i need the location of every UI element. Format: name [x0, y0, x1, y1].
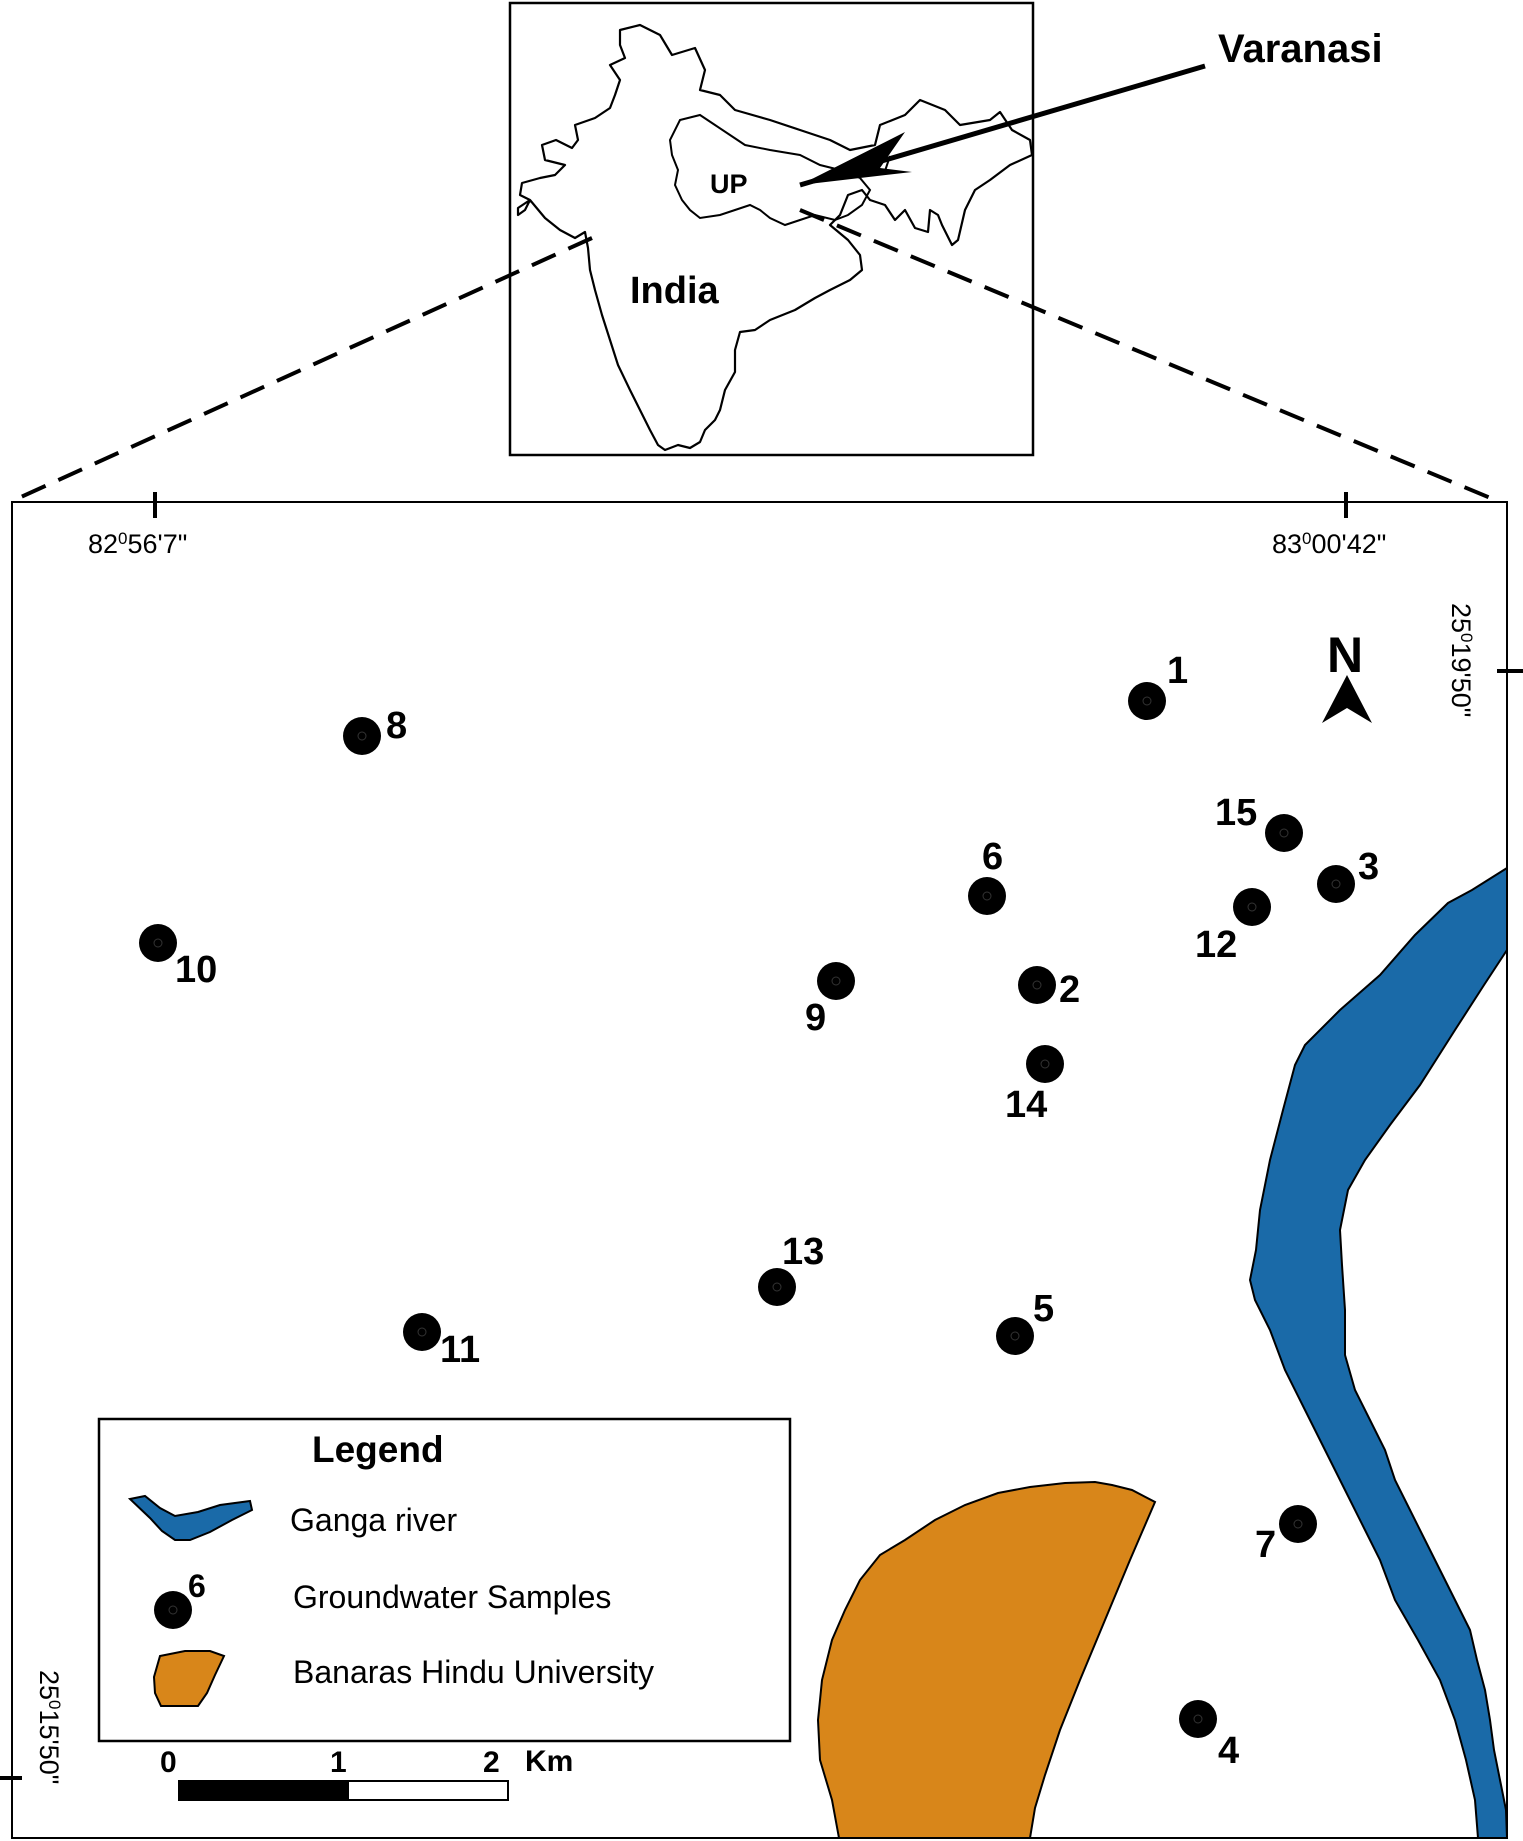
- lat-top-label: 25019'50": [1446, 603, 1476, 717]
- sample-label-8: 8: [386, 705, 407, 747]
- varanasi-pointer-fletch: [859, 155, 891, 178]
- legend-title: Legend: [312, 1429, 444, 1470]
- sample-label-12: 12: [1195, 924, 1237, 966]
- zoom-line-right: [799, 208, 1501, 504]
- legend-sample-dot-ring: [168, 1605, 178, 1615]
- sample-point-6: 6: [968, 836, 1006, 915]
- up-state-outline: [668, 113, 872, 227]
- sample-label-14: 14: [1005, 1084, 1047, 1126]
- scale-bar: 0 1 2 Km: [160, 1745, 573, 1801]
- sample-point-4: 4: [1179, 1700, 1239, 1772]
- north-label: N: [1327, 627, 1363, 683]
- lat-bottom-label: 25015'50": [34, 1670, 64, 1784]
- legend-bhu-swatch: [152, 1650, 226, 1707]
- scale-tick-2: 2: [483, 1746, 500, 1779]
- sample-point-8: 8: [343, 705, 407, 755]
- sample-point-1: 1: [1128, 650, 1188, 720]
- sample-point-9: 9: [805, 962, 855, 1039]
- legend-river-label: Ganga river: [290, 1502, 458, 1538]
- legend: Legend Ganga river 6 Groundwater Samples…: [97, 1417, 792, 1743]
- sample-label-15: 15: [1215, 792, 1257, 834]
- sample-point-5: 5: [996, 1288, 1054, 1355]
- sample-label-13: 13: [782, 1231, 824, 1273]
- zoom-line-left: [9, 236, 593, 504]
- legend-sample-symbol-label: 6: [188, 1568, 206, 1604]
- sample-label-4: 4: [1218, 1730, 1239, 1772]
- scale-tick-1: 1: [330, 1746, 347, 1779]
- scale-unit: Km: [525, 1745, 573, 1778]
- sample-label-5: 5: [1033, 1288, 1054, 1330]
- legend-bhu-label: Banaras Hindu University: [293, 1654, 654, 1690]
- sample-label-7: 7: [1255, 1524, 1276, 1566]
- legend-sample-dot: [154, 1591, 192, 1629]
- sample-point-13: 13: [758, 1231, 824, 1306]
- sample-point-3: 3: [1317, 846, 1379, 903]
- legend-sample-label: Groundwater Samples: [293, 1579, 611, 1615]
- scale-bar-black-segment: [178, 1780, 349, 1801]
- india-outline: [516, 23, 1034, 452]
- main-map-frame: [11, 501, 1508, 1839]
- legend-box: [97, 1417, 792, 1743]
- sample-point-12: 12: [1195, 888, 1271, 966]
- bhu-area: [816, 1480, 1157, 1839]
- sample-label-10: 10: [175, 949, 217, 991]
- city-label: Varanasi: [1218, 27, 1383, 71]
- scale-tick-0: 0: [160, 1746, 177, 1779]
- sample-label-11: 11: [440, 1329, 480, 1371]
- country-label: India: [630, 270, 720, 312]
- sample-label-3: 3: [1358, 846, 1379, 888]
- sample-label-1: 1: [1167, 650, 1188, 692]
- north-arrow-icon: [1322, 675, 1372, 723]
- legend-river-swatch: [127, 1494, 254, 1541]
- lon-right-label: 83000'42": [1272, 529, 1386, 559]
- scale-bar-white-segment: [347, 1780, 509, 1801]
- inset-frame: [508, 1, 1035, 457]
- sample-label-2: 2: [1059, 969, 1080, 1011]
- state-label: UP: [710, 169, 748, 199]
- sample-label-6: 6: [982, 836, 1003, 878]
- lon-left-label: 82056'7": [88, 529, 187, 559]
- sample-point-7: 7: [1255, 1505, 1317, 1566]
- sample-point-14: 14: [1005, 1045, 1064, 1126]
- sample-points: 1 2 3 4 5 6 7 8 9 10 11 12 13 14 15: [139, 650, 1379, 1772]
- sample-point-15: 15: [1215, 792, 1303, 852]
- ganga-river: [1248, 866, 1509, 1839]
- sample-label-9: 9: [805, 997, 826, 1039]
- sample-point-10: 10: [139, 924, 217, 991]
- sample-point-2: 2: [1018, 966, 1080, 1011]
- sample-point-11: 11: [403, 1313, 480, 1371]
